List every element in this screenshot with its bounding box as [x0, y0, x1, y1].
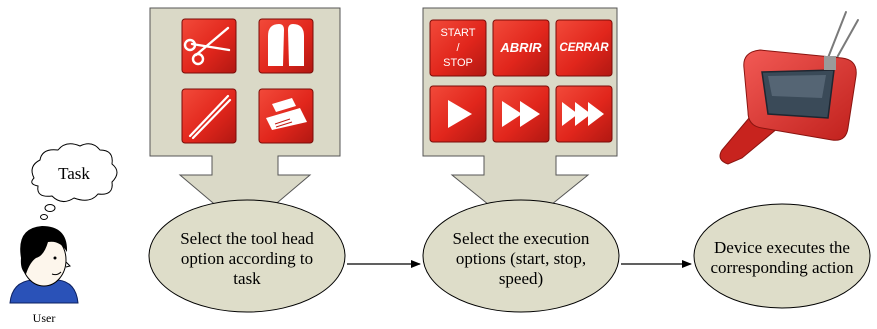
clip-applier-icon — [266, 98, 307, 130]
tool-button-tweezers[interactable] — [181, 88, 237, 144]
handheld-device-icon — [719, 11, 859, 165]
step2-line2: options (start, stop, — [456, 249, 586, 268]
play-fast-icon — [562, 102, 604, 126]
step1-line2: option according to — [181, 249, 313, 268]
slash-label: / — [456, 42, 460, 54]
close-label: CERRAR — [559, 42, 609, 54]
open-button[interactable]: ABRIR — [492, 19, 550, 77]
step2-line3: speed) — [499, 269, 543, 288]
step-ellipse-execution: Select the execution options (start, sto… — [422, 199, 620, 313]
close-button[interactable]: CERRAR — [555, 19, 613, 77]
play-slow-icon — [448, 100, 472, 128]
scissors-icon — [183, 26, 231, 66]
step2-line1: Select the execution — [453, 229, 590, 248]
speed-slow-button[interactable] — [429, 85, 487, 143]
step1-line3: task — [233, 269, 261, 288]
step3-line2: corresponding action — [710, 258, 854, 277]
tool-button-gripper[interactable] — [258, 18, 314, 74]
open-label: ABRIR — [499, 40, 542, 55]
start-label: START — [440, 27, 475, 39]
step-ellipse-tool-select: Select the tool head option according to… — [148, 199, 346, 313]
tool-button-clip[interactable] — [258, 88, 314, 144]
gripper-jaws-icon — [268, 24, 304, 66]
step-ellipse-device: Device executes the corresponding action — [693, 203, 871, 309]
thought-cloud: Task — [31, 143, 118, 220]
start-stop-button[interactable]: START / STOP — [429, 19, 487, 77]
speed-medium-button[interactable] — [492, 85, 550, 143]
speed-fast-button[interactable] — [555, 85, 613, 143]
user-avatar — [9, 226, 79, 304]
user-label: User — [33, 311, 56, 325]
step3-line1: Device executes the — [714, 238, 850, 257]
tweezers-icon — [188, 94, 232, 140]
thought-text: Task — [58, 164, 90, 183]
step1-line1: Select the tool head — [180, 229, 314, 248]
tool-button-scissors[interactable] — [181, 18, 237, 74]
play-medium-icon — [502, 101, 540, 127]
stop-label: STOP — [443, 57, 473, 69]
